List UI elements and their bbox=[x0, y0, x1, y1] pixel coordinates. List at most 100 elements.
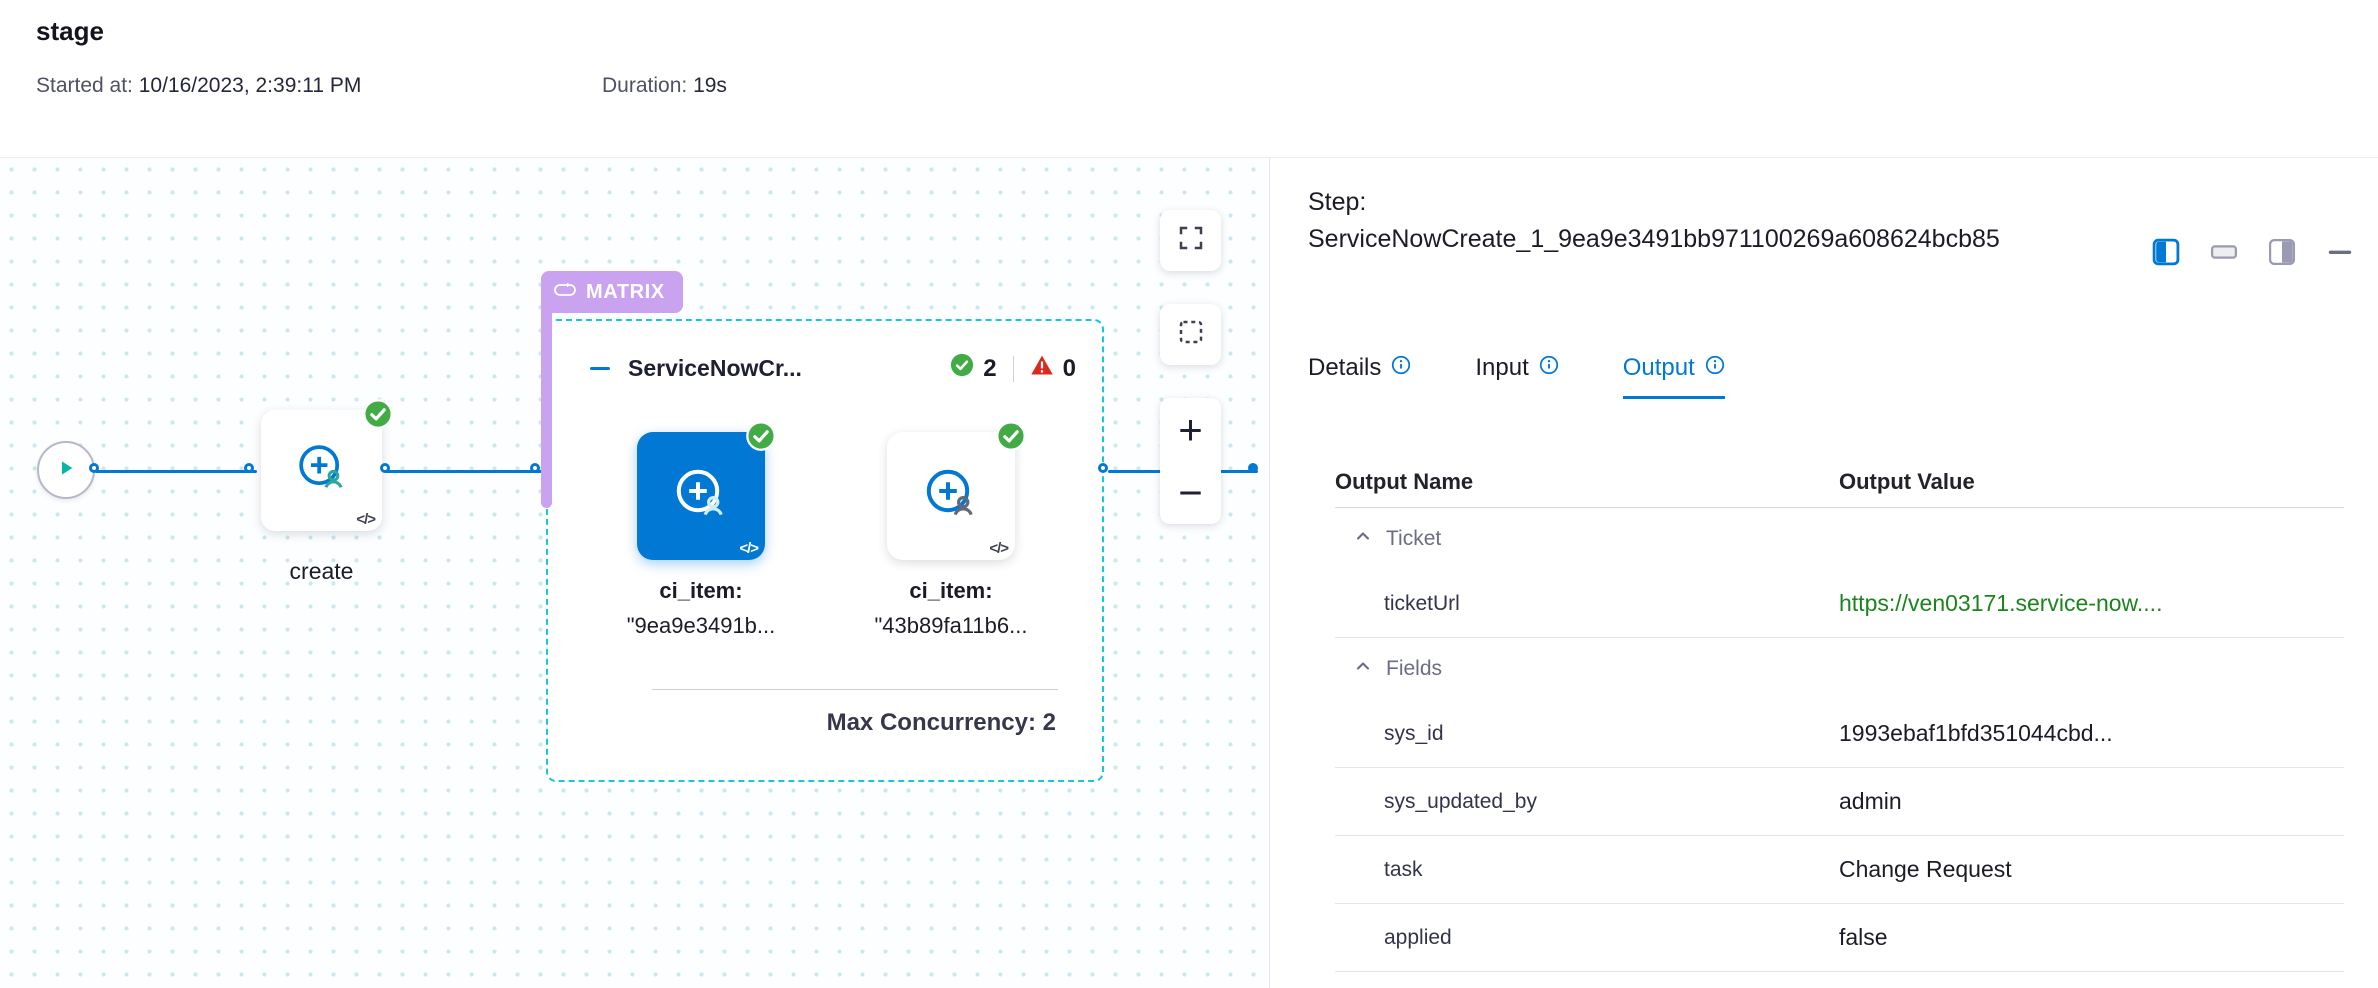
loop-icon bbox=[553, 281, 577, 304]
success-badge-icon bbox=[363, 399, 393, 429]
max-concurrency-label: Max Concurrency: 2 bbox=[826, 709, 1056, 736]
panel-tabs: Details Input Output bbox=[1308, 354, 1725, 399]
group-label: Ticket bbox=[1386, 527, 1442, 550]
matrix-badge: MATRIX bbox=[541, 271, 683, 313]
matrix-group-title: ServiceNowCr... bbox=[628, 355, 802, 381]
port-end bbox=[1248, 463, 1258, 473]
matrix-child-label-2: ci_item: "43b89fa11b6... bbox=[831, 573, 1071, 643]
matrix-badge-label: MATRIX bbox=[586, 280, 665, 303]
start-node[interactable] bbox=[37, 441, 95, 499]
duration-value: 19s bbox=[693, 74, 727, 97]
error-count: 0 bbox=[1062, 354, 1076, 382]
group-divider bbox=[652, 689, 1058, 690]
matrix-status: 2 0 bbox=[950, 353, 1076, 384]
row-name: applied bbox=[1384, 925, 1452, 949]
fullscreen-icon bbox=[1176, 223, 1206, 258]
port-matrix-out bbox=[1098, 463, 1108, 473]
matrix-child-node-2[interactable]: </> bbox=[887, 421, 1026, 560]
row-value: admin bbox=[1839, 788, 1902, 814]
play-icon bbox=[54, 456, 78, 485]
group-row-ticket[interactable]: Ticket bbox=[1335, 508, 2344, 570]
matrix-accent-bar bbox=[541, 308, 552, 508]
connector-icon bbox=[291, 437, 353, 504]
split-view-icon[interactable] bbox=[2152, 238, 2180, 266]
zoom-in-button[interactable]: + bbox=[1178, 405, 1203, 453]
marquee-select-button[interactable] bbox=[1160, 304, 1221, 365]
code-glyph: </> bbox=[739, 540, 759, 557]
row-name: ticketUrl bbox=[1384, 591, 1460, 615]
info-icon[interactable] bbox=[1539, 354, 1559, 382]
chevron-up-icon[interactable] bbox=[1353, 526, 1373, 552]
step-name: ServiceNowCreate_1_9ea9e3491bb971100269a… bbox=[1308, 225, 2000, 253]
create-step-node[interactable]: </> bbox=[261, 399, 393, 531]
output-value-header: Output Value bbox=[1839, 468, 1975, 494]
warning-icon bbox=[1030, 354, 1054, 383]
child-key: ci_item: bbox=[909, 578, 993, 603]
tab-details[interactable]: Details bbox=[1308, 354, 1411, 399]
table-header: Output Name Output Value bbox=[1335, 456, 2344, 508]
pipeline-canvas[interactable]: </> create MATRIX ServiceNowCr... 2 bbox=[0, 157, 1269, 988]
row-name: task bbox=[1384, 857, 1423, 881]
step-heading: Step: ServiceNowCreate_1_9ea9e3491bb9711… bbox=[1308, 184, 2008, 258]
port-create-in bbox=[244, 463, 254, 473]
stage-header: stage Started at: 10/16/2023, 2:39:11 PM… bbox=[0, 0, 2378, 157]
child-value: "9ea9e3491b... bbox=[626, 613, 776, 638]
stage-title: stage bbox=[36, 16, 104, 46]
row-name: sys_updated_by bbox=[1384, 789, 1537, 813]
edge-create-matrix bbox=[384, 470, 542, 473]
connector-icon bbox=[918, 461, 984, 532]
matrix-group-header: ServiceNowCr... 2 0 bbox=[590, 353, 1076, 384]
matrix-child-label-1: ci_item: "9ea9e3491b... bbox=[581, 573, 821, 643]
success-badge-icon bbox=[996, 421, 1026, 451]
panel-layout-controls bbox=[2152, 238, 2354, 266]
success-check-icon bbox=[950, 353, 974, 384]
step-label: Step: bbox=[1308, 188, 1367, 216]
code-glyph: </> bbox=[356, 511, 376, 528]
group-row-fields[interactable]: Fields bbox=[1335, 638, 2344, 700]
group-label: Fields bbox=[1386, 657, 1443, 680]
row-value: false bbox=[1839, 924, 1888, 950]
started-at-label: Started at: bbox=[36, 74, 133, 97]
tab-input[interactable]: Input bbox=[1475, 354, 1558, 399]
bottom-panel-icon[interactable] bbox=[2210, 238, 2238, 266]
info-icon[interactable] bbox=[1391, 354, 1411, 382]
started-at: Started at: 10/16/2023, 2:39:11 PM bbox=[36, 74, 361, 98]
matrix-group[interactable]: ServiceNowCr... 2 0 bbox=[546, 319, 1104, 782]
chevron-up-icon[interactable] bbox=[1353, 656, 1373, 682]
row-value: 1993ebaf1bfd351044cbd... bbox=[1839, 720, 2113, 746]
connector-icon bbox=[668, 461, 734, 532]
matrix-child-node-1[interactable]: </> bbox=[637, 421, 776, 560]
marquee-select-icon bbox=[1176, 317, 1206, 352]
code-glyph: </> bbox=[989, 540, 1009, 557]
zoom-out-button[interactable]: − bbox=[1178, 468, 1203, 516]
status-divider bbox=[1012, 355, 1014, 382]
info-icon[interactable] bbox=[1705, 354, 1725, 382]
tab-label: Input bbox=[1475, 354, 1529, 381]
output-table: Output Name Output Value Ticket ticketUr… bbox=[1335, 456, 2344, 972]
started-at-value: 10/16/2023, 2:39:11 PM bbox=[138, 74, 362, 97]
table-row: ticketUrl https://ven03171.service-now..… bbox=[1335, 570, 2344, 638]
step-details-panel: Step: ServiceNowCreate_1_9ea9e3491bb9711… bbox=[1269, 157, 2378, 988]
edge-start-create bbox=[95, 470, 257, 473]
right-panel-icon[interactable] bbox=[2268, 238, 2296, 266]
row-name: sys_id bbox=[1384, 721, 1444, 745]
tab-label: Output bbox=[1622, 354, 1695, 381]
tab-label: Details bbox=[1308, 354, 1382, 381]
tab-output[interactable]: Output bbox=[1622, 354, 1725, 399]
zoom-controls: + − bbox=[1160, 398, 1221, 524]
duration-label: Duration: bbox=[602, 74, 688, 97]
row-value: Change Request bbox=[1839, 856, 2012, 882]
collapse-icon[interactable] bbox=[590, 367, 610, 370]
child-key: ci_item: bbox=[659, 578, 743, 603]
ticket-url-link[interactable]: https://ven03171.service-now.... bbox=[1839, 590, 2163, 616]
table-row: task Change Request bbox=[1335, 836, 2344, 904]
duration: Duration: 19s bbox=[602, 74, 727, 98]
fullscreen-button[interactable] bbox=[1160, 210, 1221, 271]
success-badge-icon bbox=[746, 421, 776, 451]
table-row: sys_updated_by admin bbox=[1335, 768, 2344, 836]
port-matrix-in bbox=[530, 463, 540, 473]
table-row: sys_id 1993ebaf1bfd351044cbd... bbox=[1335, 700, 2344, 768]
create-step-label: create bbox=[289, 558, 354, 584]
minimize-icon[interactable] bbox=[2326, 238, 2354, 266]
child-value: "43b89fa11b6... bbox=[874, 613, 1028, 638]
